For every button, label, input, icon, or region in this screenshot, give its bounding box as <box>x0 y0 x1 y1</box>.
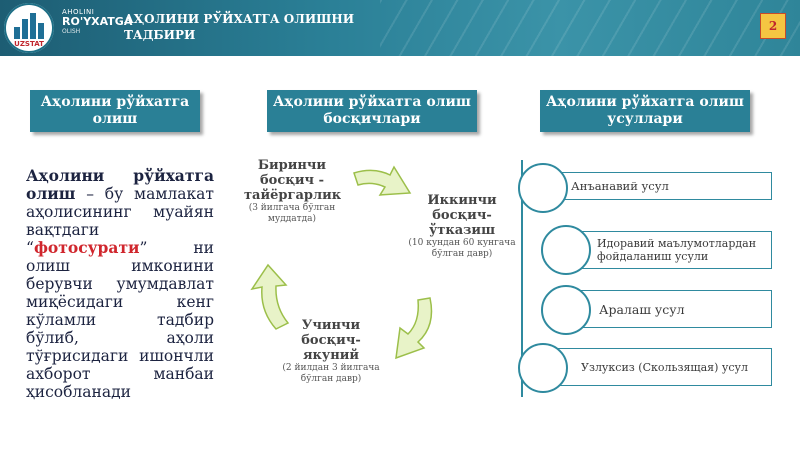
stage-3-title: Учинчи босқич- якуний <box>301 318 361 363</box>
census-logo-line2: RO'YXATGA <box>62 15 133 28</box>
uzstat-logo-text: UZSTAT <box>14 40 44 48</box>
cycle-arrow-top-icon <box>353 165 412 196</box>
stage-3: Учинчи босқич- якуний (2 йилдан 3 йилгач… <box>276 318 386 385</box>
stage-1: Биринчи босқич - тайёргарлик (3 йилгача … <box>244 158 342 225</box>
column-header-census: Аҳолини рўйхатга олиш <box>30 90 200 132</box>
uzstat-logo: UZSTAT <box>4 3 54 53</box>
column-header-stages: Аҳолини рўйхатга олиш босқичлари <box>267 90 477 132</box>
methods-connector-line <box>521 160 523 397</box>
definition-text-1: – бу мамлакат аҳолисининг муайян вақтдаг… <box>26 185 214 257</box>
census-logo: AHOLINI RO'YXATGA OLISH <box>62 8 133 48</box>
method-bullet-circle <box>541 285 591 335</box>
stage-2-note: (10 кундан 60 кунгача бўлган давр) <box>408 238 516 259</box>
method-label: Идоравий маълумотлардан фойдаланиш усули <box>597 237 757 263</box>
bar-chart-icon <box>14 13 44 39</box>
method-label: Аралаш усул <box>599 301 685 317</box>
slide-title-line2: ТАДБИРИ <box>124 28 196 42</box>
census-logo-line3: OLISH <box>62 28 81 35</box>
method-label: Анъанавий усул <box>571 178 669 193</box>
definition-term: Аҳолини рўйхатга олиш <box>26 166 214 203</box>
stage-2: Иккинчи босқич- ўтказиш (10 кундан 60 ку… <box>408 193 516 260</box>
method-bullet-circle <box>518 163 568 213</box>
cycle-arrow-right-icon <box>395 297 433 360</box>
method-bullet-circle <box>541 225 591 275</box>
page-number-badge: 2 <box>760 13 786 39</box>
method-item-continuous: Узлуксиз (Скользящая) усул <box>558 348 772 386</box>
method-item-mixed: Аралаш усул <box>558 290 772 328</box>
method-item-traditional: Анъанавий усул <box>558 172 772 200</box>
stage-3-note: (2 йилдан 3 йилгача бўлган давр) <box>282 363 380 384</box>
column-header-methods: Аҳолини рўйхатга олиш усуллари <box>540 90 750 132</box>
slide-title: АҲОЛИНИ РЎЙХАТГА ОЛИШНИ ТАДБИРИ <box>124 11 354 43</box>
method-bullet-circle <box>518 343 568 393</box>
stage-1-note: (3 йилгача бўлган муддатда) <box>248 203 336 224</box>
cycle-arrow-left-icon <box>250 263 290 330</box>
method-label: Узлуксиз (Скользящая) усул <box>581 360 748 374</box>
method-item-administrative: Идоравий маълумотлардан фойдаланиш усули <box>558 231 772 269</box>
slide-title-line1: АҲОЛИНИ РЎЙХАТГА ОЛИШНИ <box>124 12 355 26</box>
header-bar: UZSTAT AHOLINI RO'YXATGA OLISH АҲОЛИНИ Р… <box>0 0 800 56</box>
census-logo-line1: AHOLINI <box>62 8 95 16</box>
stage-1-title: Биринчи босқич - тайёргарлик <box>244 158 342 203</box>
definition-highlight: фотосурати <box>33 238 140 257</box>
definition-text-2: ” ни олиш имконини берувчи умумдавлат ми… <box>26 239 214 401</box>
header-pattern <box>380 0 800 56</box>
census-definition: Аҳолини рўйхатга олиш – бу мамлакат аҳол… <box>26 166 214 402</box>
stage-2-title: Иккинчи босқич- ўтказиш <box>427 193 497 238</box>
